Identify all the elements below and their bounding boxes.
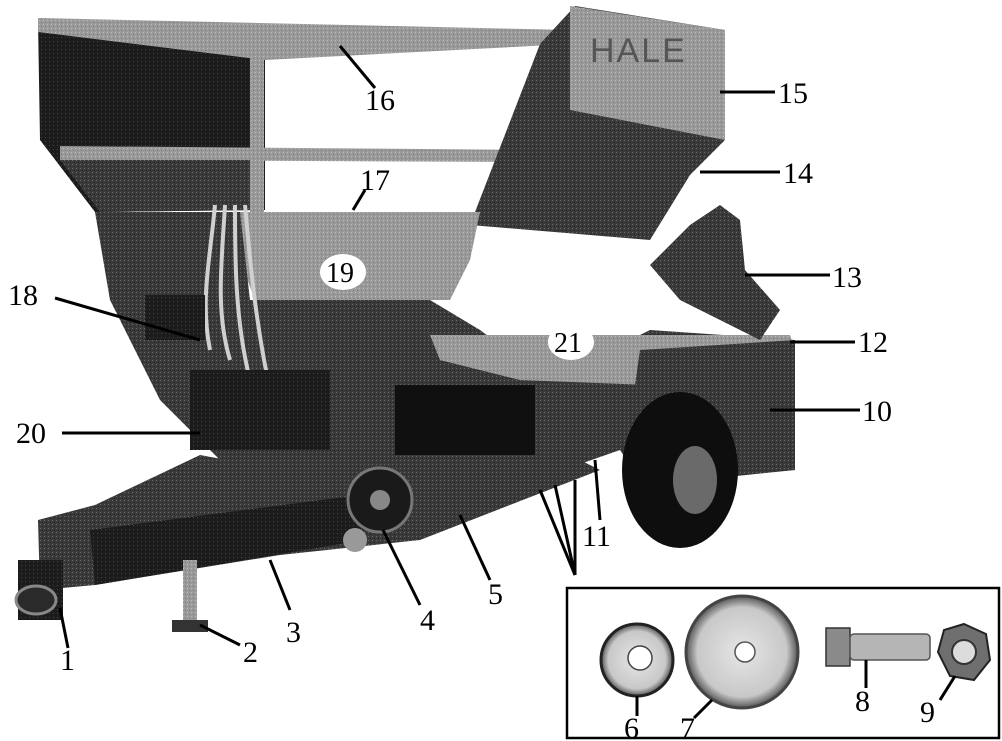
callout-15: 15 [778,77,808,110]
callout-19-circle [320,254,366,290]
hopper-upright [250,52,264,212]
leader-lines [54,45,860,649]
brand-text: HALE [590,32,687,70]
callout-3: 3 [286,616,301,649]
callout-20: 20 [16,417,46,450]
hydraulic-motor [395,385,535,455]
callout-1: 1 [60,644,75,677]
jack-foot [172,620,208,632]
callout-11: 11 [582,520,611,553]
hopper-slope-left [60,160,250,212]
bolt-shank [849,633,931,661]
large-washer-hole [734,641,756,663]
hopper-mid-rail [60,146,540,162]
callout-4: 4 [420,604,435,637]
callout-9: 9 [920,696,935,729]
small-washer-hole [627,645,653,671]
sprocket [343,528,367,552]
hopper-top-rail [38,18,570,60]
wheel-hub [673,446,717,514]
hopper-bottom-box [240,212,480,300]
callouts: 1 2 3 4 5 11 10 12 13 14 15 16 17 18 20 … [8,77,892,677]
callout-5: 5 [488,578,503,611]
drive-gear-hub [370,490,390,510]
callout-7: 7 [680,712,695,741]
callout-10: 10 [862,395,892,428]
tongue-beam [90,495,365,585]
hitch-ring [14,584,58,616]
control-valve [190,370,330,450]
jack-stand [183,560,197,625]
callout-13: 13 [832,261,862,294]
callout-8: 8 [855,685,870,718]
callout-18: 18 [8,279,38,312]
nut-hole [951,639,977,665]
spreader-illustration: HALE [14,6,795,632]
spinner-guard [650,205,780,340]
bolt-head [825,627,851,667]
callout-6: 6 [624,712,639,741]
callout-2: 2 [243,636,258,669]
callout-12: 12 [858,326,888,359]
callout-21: 21 [554,328,582,359]
hardware-inset: 6 7 8 9 [565,586,1001,741]
callout-19: 19 [326,258,354,289]
callout-16: 16 [365,84,395,117]
callout-14: 14 [783,157,813,190]
callout-21-circle [548,324,594,360]
hydraulic-hoses [203,204,272,391]
hopper-front-panel [570,6,725,140]
callout-17: 17 [360,164,390,197]
